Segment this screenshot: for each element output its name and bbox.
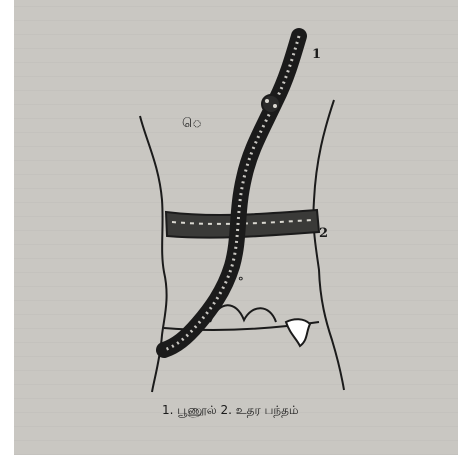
scanned-page: 1 2 ெ ॰ 1. பூணூல் 2. உதர பந்தம் <box>14 0 458 455</box>
belly-mark: ॰ <box>238 270 244 288</box>
sacred-thread <box>164 36 299 350</box>
chest-mark: ெ <box>182 116 202 132</box>
thread-knot <box>262 95 280 113</box>
cloth-knot <box>286 319 310 346</box>
label-2: 2 <box>319 226 328 241</box>
torso-illustration <box>14 0 458 455</box>
figure-caption: 1. பூணூல் 2. உதர பந்தம் <box>162 403 299 419</box>
label-1: 1 <box>312 47 321 62</box>
torso-right-outline <box>313 100 344 390</box>
